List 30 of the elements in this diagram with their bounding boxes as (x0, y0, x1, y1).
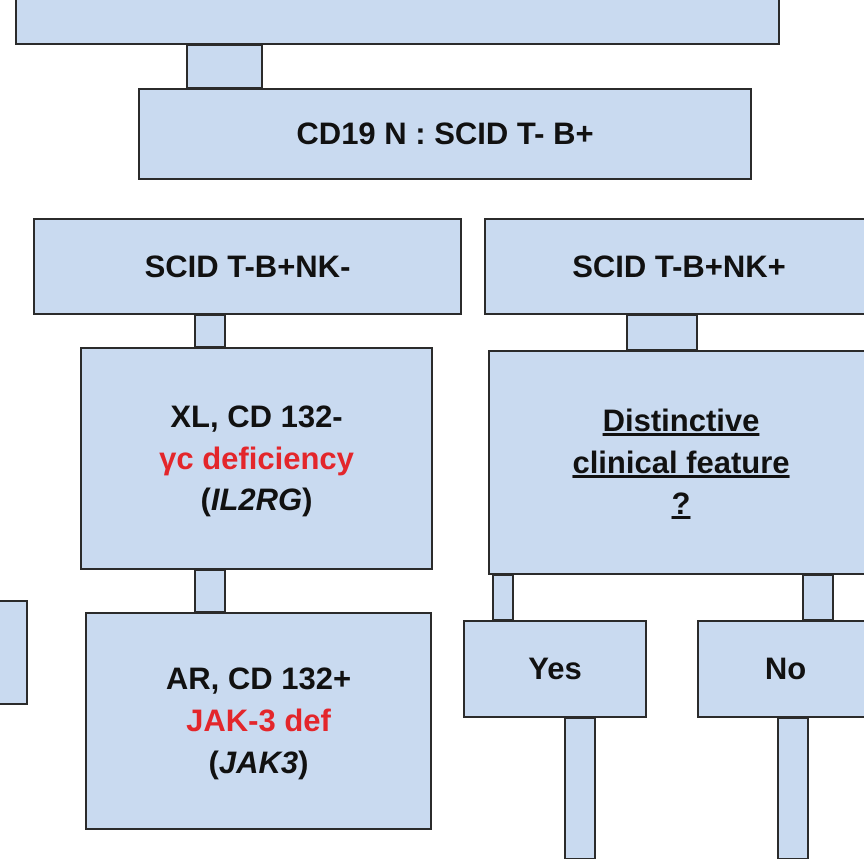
node-text: Distinctive clinical feature ? (571, 402, 791, 524)
node-text: SCID T-B+NK+ (572, 248, 786, 286)
node-text: CD19 N : SCID T- B+ (296, 115, 594, 154)
partial-box (15, 0, 780, 45)
node-text: (JAK3) (208, 744, 308, 782)
process-box (138, 88, 752, 180)
connector-bar (194, 569, 226, 613)
answer-box (697, 620, 864, 718)
node-text: Yes (528, 650, 582, 688)
partial-box (0, 600, 28, 705)
connector-bar (777, 717, 809, 859)
connector-bar (626, 314, 698, 351)
node-text: No (764, 650, 806, 688)
decision-box (488, 350, 864, 575)
connector-bar (186, 44, 263, 89)
process-box (484, 218, 864, 315)
node-text: SCID T-B+NK- (144, 248, 350, 286)
connector-bar (194, 314, 226, 348)
process-box (33, 218, 462, 315)
node-text: JAK-3 def (186, 702, 331, 740)
process-box (80, 347, 433, 570)
process-box (85, 612, 432, 830)
node-text: (IL2RG) (200, 481, 312, 520)
answer-box (463, 620, 647, 718)
node-text: XL, CD 132- (170, 398, 343, 436)
connector-bar (492, 574, 514, 621)
connector-bar (564, 717, 596, 859)
node-text: γc deficiency (159, 440, 354, 478)
node-text: AR, CD 132+ (166, 660, 352, 698)
connector-bar (802, 574, 834, 621)
